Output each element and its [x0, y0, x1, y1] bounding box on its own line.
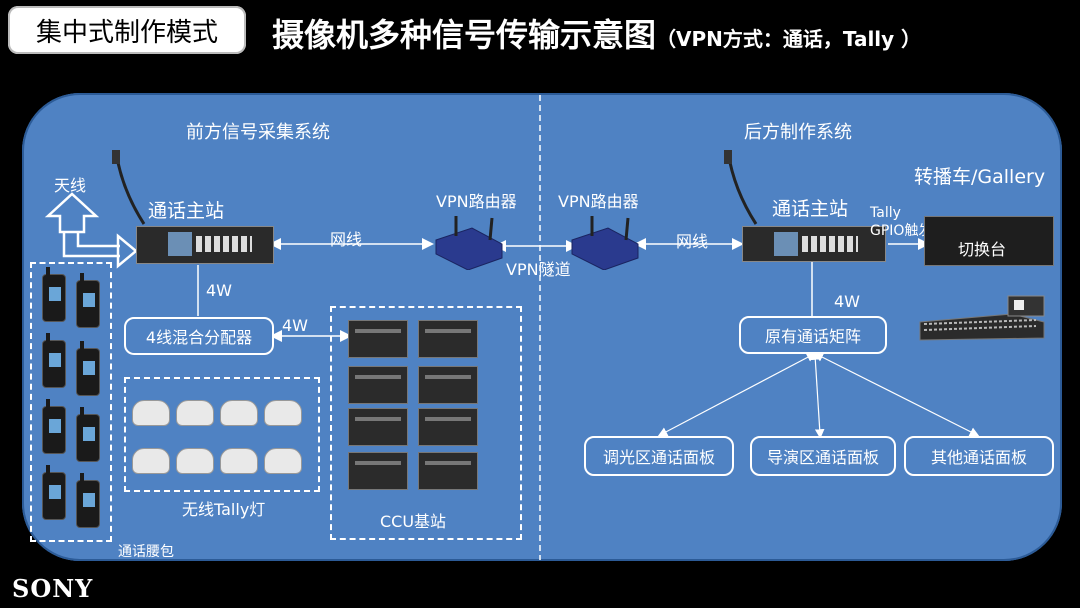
rear-intercom-display: [774, 232, 798, 256]
ccu-unit-icon: [418, 320, 478, 358]
matrix-panel-line-3: [813, 352, 980, 437]
panel-box-dimming: 调光区通话面板: [584, 436, 734, 476]
tally-label: Tally: [870, 205, 901, 221]
front-mic-icon: [110, 150, 150, 226]
ccu-unit-icon: [418, 408, 478, 446]
distributor-box: 4线混合分配器: [124, 317, 274, 355]
tally-light-icon: [176, 400, 214, 426]
front-intercom-label: 通话主站: [148, 200, 225, 222]
front-section-title: 前方信号采集系统: [186, 122, 330, 143]
tally-light-icon: [220, 400, 258, 426]
vpn-tunnel-label: VPN隧道: [506, 260, 571, 279]
front-4w-label-1: 4W: [206, 281, 232, 300]
ob-gallery-label: 转播车/Gallery: [914, 166, 1046, 188]
wireless-tally-label: 无线Tally灯: [182, 500, 266, 519]
rear-intercom-label: 通话主站: [772, 198, 849, 220]
rear-router-icon: [568, 214, 640, 271]
antenna-arrow: [116, 233, 138, 269]
gpio-label: GPIO触发: [870, 223, 933, 239]
matrix-box: 原有通话矩阵: [739, 316, 887, 354]
tally-light-icon: [264, 400, 302, 426]
tally-light-icon: [264, 448, 302, 474]
mode-badge: 集中式制作模式: [8, 6, 246, 54]
beltpack-icon: [76, 273, 100, 328]
front-router-label: VPN路由器: [436, 192, 517, 211]
front-intercom-buttons: [196, 236, 252, 252]
antenna-feed-line: [62, 232, 120, 258]
beltpack-icon: [76, 341, 100, 396]
title-main: 摄像机多种信号传输示意图: [272, 16, 657, 54]
rear-network-label: 网线: [676, 232, 709, 251]
front-network-label: 网线: [330, 230, 363, 249]
tally-light-icon: [176, 448, 214, 474]
beltpack-icon: [42, 399, 66, 454]
switcher-label: 切换台: [958, 240, 1007, 259]
tally-light-icon: [132, 448, 170, 474]
page-title: 摄像机多种信号传输示意图（VPN方式：通话，Tally ）: [272, 10, 921, 56]
title-subtitle: （VPN方式：通话，Tally ）: [656, 27, 922, 51]
beltpack-icon: [42, 267, 66, 322]
rear-section-title: 后方制作系统: [744, 122, 852, 143]
ccu-label: CCU基站: [380, 512, 447, 531]
beltpack-icon: [76, 473, 100, 528]
front-4w-label-2: 4W: [282, 316, 308, 335]
tally-light-icon: [132, 400, 170, 426]
panel-box-director: 导演区通话面板: [750, 436, 896, 476]
switcher-panel-icon: [916, 292, 1048, 342]
rear-4w-label: 4W: [834, 292, 860, 311]
rear-router-label: VPN路由器: [558, 192, 639, 211]
antenna-label: 天线: [54, 176, 87, 195]
matrix-panel-line-1: [657, 352, 817, 437]
beltpack-icon: [76, 407, 100, 462]
antenna-icon: [44, 192, 100, 234]
ccu-unit-icon: [348, 320, 408, 358]
front-intercom-display: [168, 232, 192, 256]
rear-intercom-buttons: [802, 236, 858, 252]
ccu-unit-icon: [348, 408, 408, 446]
beltpack-group: [30, 262, 112, 542]
ccu-unit-icon: [418, 452, 478, 490]
matrix-panel-line-2: [810, 350, 825, 439]
front-router-icon: [432, 214, 504, 271]
ccu-unit-icon: [348, 452, 408, 490]
tally-light-icon: [220, 448, 258, 474]
beltpack-icon: [42, 333, 66, 388]
sony-logo: SONY: [12, 574, 94, 603]
rear-mic-icon: [722, 150, 762, 226]
switcher-device: [924, 216, 1054, 266]
ccu-unit-icon: [418, 366, 478, 404]
beltpack-label: 通话腰包: [118, 544, 174, 560]
panel-box-other: 其他通话面板: [904, 436, 1054, 476]
wireless-tally-group: [124, 377, 320, 492]
beltpack-icon: [42, 465, 66, 520]
ccu-unit-icon: [348, 366, 408, 404]
ccu-group: [330, 306, 522, 540]
